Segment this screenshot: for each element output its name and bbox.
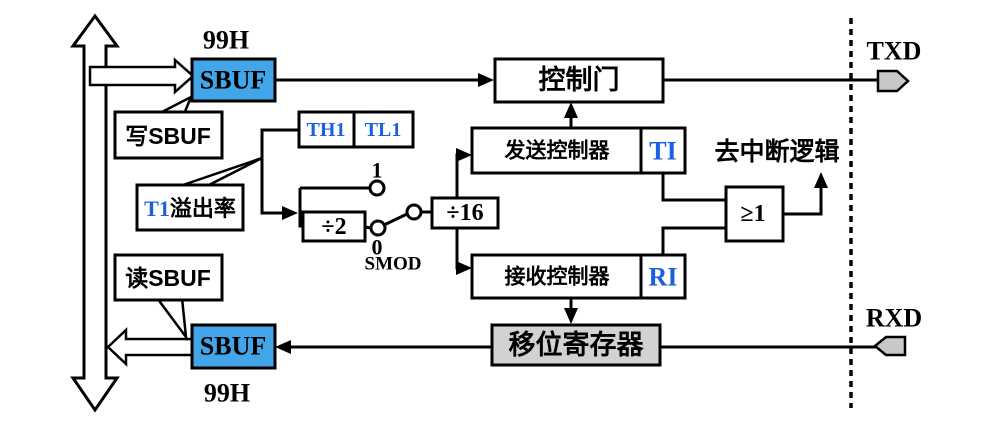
div2-box (301, 210, 367, 243)
div16-label: ÷16 (446, 200, 483, 226)
sbuf-top-address-label: 99H (203, 26, 249, 55)
to-interrupt-logic-label: 去中断逻辑 (714, 137, 839, 166)
shift-register-box (490, 323, 662, 367)
div16-box (430, 196, 500, 230)
or-gate-label: ≥1 (740, 201, 765, 227)
wire-th1-to-switch (260, 128, 299, 215)
control-gate-box (493, 57, 665, 104)
ti-flag-label: TI (649, 137, 676, 166)
sbuf-bottom-label: SBUF (200, 332, 266, 361)
control-gate-label: 控制门 (539, 65, 620, 95)
sbuf-bottom-address-label: 99H (204, 379, 250, 408)
sbuf-top-box (190, 57, 277, 103)
tl1-label: TL1 (365, 119, 402, 141)
read-sbuf-callout-label: 读SBUF (125, 265, 211, 291)
arrowhead-into-control-gate (478, 73, 494, 87)
wire-ti-to-or-gate (661, 173, 726, 202)
arrowhead-into-control-gate-bottom (564, 102, 578, 118)
sbuf-bottom-box (190, 323, 277, 370)
t1-overflow-callout-pointer (179, 156, 263, 188)
wire-or-gate-to-interrupt (783, 186, 823, 216)
shift-register-label: 移位寄存器 (509, 329, 645, 360)
ri-flag-label: RI (649, 263, 678, 292)
smod-switch-lever (383, 212, 408, 227)
write-sbuf-callout-box (113, 110, 224, 160)
switch-contact-pos0 (369, 219, 387, 237)
read-sbuf-callout-box (113, 253, 224, 302)
arrowhead-into-shift-register (564, 308, 578, 324)
arrowhead-into-rx-sbuf (275, 340, 291, 354)
arrowhead-into-tx-controller (456, 148, 472, 162)
read-bus-arrow (106, 327, 194, 367)
rx-controller-label: 接收控制器 (505, 265, 611, 289)
sbuf-top-label: SBUF (200, 66, 266, 95)
smod-label: SMOD (365, 254, 422, 275)
txd-pin-label: TXD (867, 37, 922, 66)
read-sbuf-callout-pointer (154, 296, 188, 342)
data-bus (70, 13, 120, 413)
t1-overflow-label: T1溢出率 (144, 196, 236, 221)
t1-overflow-suffix: 溢出率 (170, 196, 236, 221)
write-bus-arrow (88, 57, 195, 95)
tx-controller-label: 发送控制器 (504, 139, 611, 163)
rx-controller-box (470, 253, 687, 300)
write-sbuf-callout-label: 写SBUF (125, 123, 211, 149)
div2-label: ÷2 (321, 214, 346, 240)
t1-overflow-callout-box (135, 183, 245, 232)
arrowhead-into-rx-controller (456, 261, 472, 275)
rxd-pin-label: RXD (866, 304, 922, 333)
txd-pin (876, 69, 910, 93)
th1-tl1-register-box (297, 110, 415, 149)
switch-pole-contact (405, 203, 423, 221)
t1-overflow-prefix: T1 (144, 196, 170, 221)
switch-contact-pos1 (368, 179, 386, 197)
switch-pos0-label: 0 (372, 235, 383, 260)
rxd-pin (873, 335, 907, 357)
th1-label: TH1 (307, 119, 346, 141)
wire-ri-to-or-gate (661, 226, 726, 257)
arrowhead-into-switch-junction (282, 206, 298, 220)
tx-controller-box (470, 126, 687, 175)
switch-pos1-label: 1 (372, 158, 383, 183)
or-gate-box (724, 185, 785, 243)
arrowhead-to-interrupt-logic (814, 172, 828, 188)
